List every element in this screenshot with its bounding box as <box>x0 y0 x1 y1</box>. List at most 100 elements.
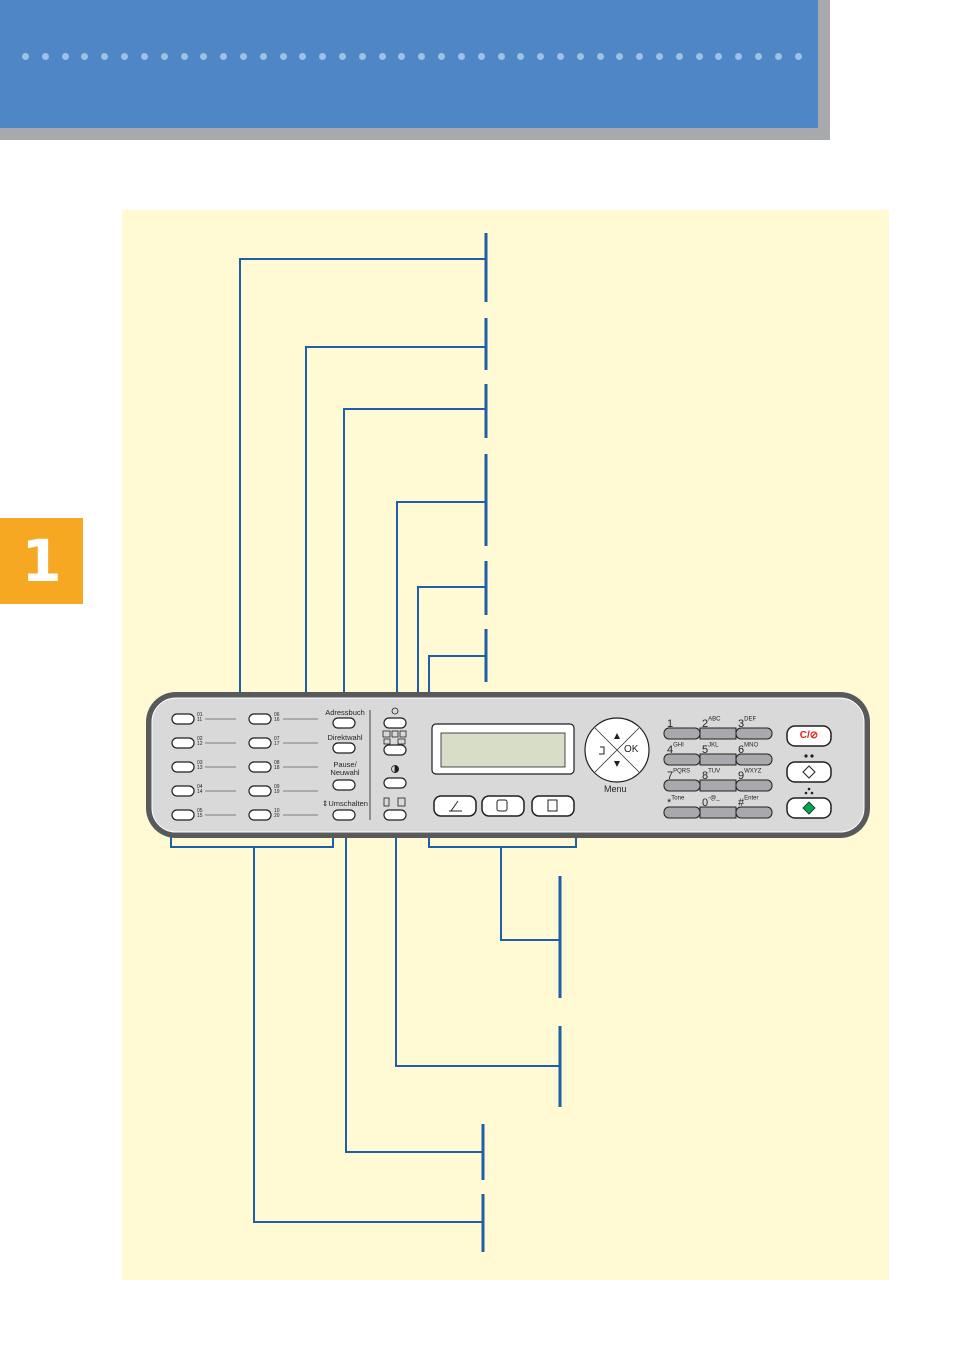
header-dot <box>794 53 802 60</box>
keypad-key <box>735 727 773 740</box>
one-touch-keys <box>171 713 272 821</box>
resolution-button <box>383 744 407 756</box>
header-dot <box>715 53 723 60</box>
header-dot <box>735 53 743 60</box>
mode-key-icons <box>382 707 407 807</box>
keypad-label-7: 7PQRS <box>667 768 691 782</box>
header-dot <box>22 53 29 60</box>
clear-stop-label: C/⊘ <box>799 730 819 741</box>
header-dot <box>398 53 406 60</box>
down-arrow-icon <box>614 761 620 767</box>
address-book-label: Adressbuch <box>325 708 365 717</box>
leader-line <box>396 501 486 718</box>
header-dot <box>477 53 485 60</box>
one-touch-key <box>248 713 272 725</box>
resolution-icon <box>382 730 391 738</box>
copy-icon <box>547 799 558 812</box>
header-dot <box>556 53 564 60</box>
header-dot <box>101 53 109 60</box>
scan-icon <box>449 800 462 812</box>
keypad-label-3: 3DEF <box>738 716 757 730</box>
resolution-icon-3 <box>399 730 407 738</box>
bw-indicator-icon <box>810 754 814 758</box>
color-indicator-icon <box>810 791 814 795</box>
one-touch-key <box>248 809 272 821</box>
header-dot <box>537 53 545 60</box>
resolution-icon-2 <box>391 730 399 738</box>
header-dot <box>121 53 129 60</box>
nav-arrows <box>614 733 620 767</box>
reduce-enlarge-icon <box>383 738 391 745</box>
scan-size-icon <box>383 797 390 807</box>
pause-redial-label: Pause/Neuwahl <box>330 760 360 777</box>
header-dot <box>259 53 267 60</box>
header-dot <box>220 53 228 60</box>
lcd-screen <box>440 732 566 768</box>
header-dot <box>299 53 307 60</box>
ok-button[interactable]: OK <box>624 744 639 755</box>
chapter-tab: 1 <box>0 518 83 604</box>
color-indicator-icon <box>804 791 808 795</box>
address-book-button <box>332 717 356 729</box>
header-shadow-bottom <box>0 128 830 140</box>
bw-indicator-icon <box>804 754 808 758</box>
keypad-label-5: 5JKL <box>702 742 719 756</box>
one-touch-key <box>248 737 272 749</box>
fax-icon <box>496 799 508 812</box>
leader-line <box>343 408 486 722</box>
one-touch-key <box>248 761 272 773</box>
clear-stop-button <box>786 725 832 747</box>
color-indicator-icon <box>807 787 811 791</box>
header-dot <box>755 53 763 60</box>
header-dot <box>418 53 426 60</box>
header-dot <box>576 53 584 60</box>
density-icon-half <box>394 765 399 773</box>
bw-start-icon <box>802 765 816 779</box>
menu-label: Menu <box>604 784 627 794</box>
speed-dial-button <box>332 742 356 754</box>
one-touch-key <box>171 785 195 797</box>
keypad-label-6: 6MNO <box>738 742 759 756</box>
keypad-label-tone: *Tone <box>667 795 685 809</box>
function-keys <box>332 717 356 821</box>
density-button <box>383 777 407 789</box>
fax-button <box>481 795 525 817</box>
keypad-key <box>735 779 773 792</box>
energy-saver-icon <box>391 707 399 715</box>
reduce-enlarge-icon-2 <box>397 738 406 745</box>
scan-mode-button <box>383 809 407 821</box>
scan-size-icon-2 <box>397 797 406 807</box>
header-dot <box>41 53 49 60</box>
header-dot <box>656 53 663 60</box>
keypad-label-4: 4GHI <box>667 742 684 756</box>
keypad-label-1: 1 <box>667 718 674 730</box>
header-dot <box>160 53 168 60</box>
leader-line <box>500 847 560 941</box>
mode-keys <box>383 717 407 821</box>
color-start-icon <box>802 801 816 815</box>
header-dot <box>675 53 683 60</box>
shift-label: ⇕Umschalten <box>322 799 368 808</box>
copy-button <box>531 795 575 817</box>
one-touch-key <box>171 737 195 749</box>
callout-bars <box>481 233 562 1252</box>
keypad-key <box>735 753 773 766</box>
leader-line <box>395 823 560 1067</box>
header-dot <box>61 53 69 60</box>
header-dot <box>358 53 366 60</box>
mode-buttons <box>433 795 575 817</box>
header-dot <box>200 53 208 60</box>
keypad <box>663 727 773 819</box>
keypad-label-2: 2ABC <box>702 716 721 730</box>
start-indicator-dots <box>804 754 814 795</box>
bw-start-button <box>786 761 832 783</box>
page-header-bar <box>0 0 818 128</box>
